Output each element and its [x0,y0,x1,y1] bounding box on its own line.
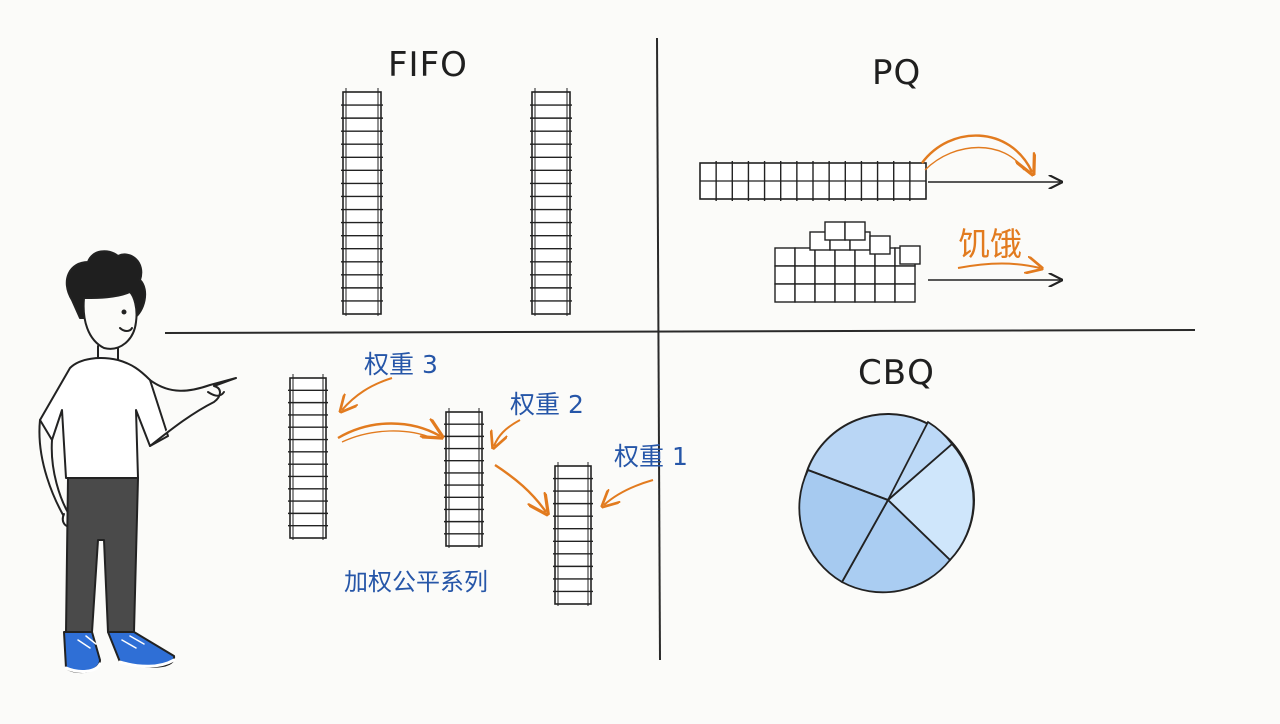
weight-label-2: 权重 2 [510,390,584,419]
wfq-queue-weight-3 [288,374,328,540]
arrow-icon [342,377,393,410]
starvation-label: 饥饿 [958,225,1023,263]
arrow-icon [341,430,433,443]
pq-low-priority-pile [774,221,921,303]
fifo-queue-right [530,88,572,316]
presenter-figure [38,250,237,674]
arrow-icon [494,463,546,512]
cbq-title: CBQ [858,353,935,393]
fifo-queue-left [341,88,383,316]
wfq-queue-weight-1 [553,462,593,606]
arrow-icon [924,146,1025,171]
wfq-caption: 加权公平系列 [344,568,488,596]
pq-high-priority-queue [699,161,927,201]
arrow-icon [604,479,654,505]
fifo-title: FIFO [388,45,468,85]
divider-horizontal [164,329,1196,334]
arrow-icon [337,424,440,439]
pq-title: PQ [872,53,922,93]
wfq-queue-weight-2 [444,408,484,548]
pie-icon [798,413,975,594]
divider-vertical [656,37,661,661]
arrow-icon [921,134,1032,172]
weight-label-3: 权重 3 [364,350,438,379]
arrow-icon [494,419,521,446]
weight-label-1: 权重 1 [614,442,688,471]
arrow-icon [957,264,1040,269]
